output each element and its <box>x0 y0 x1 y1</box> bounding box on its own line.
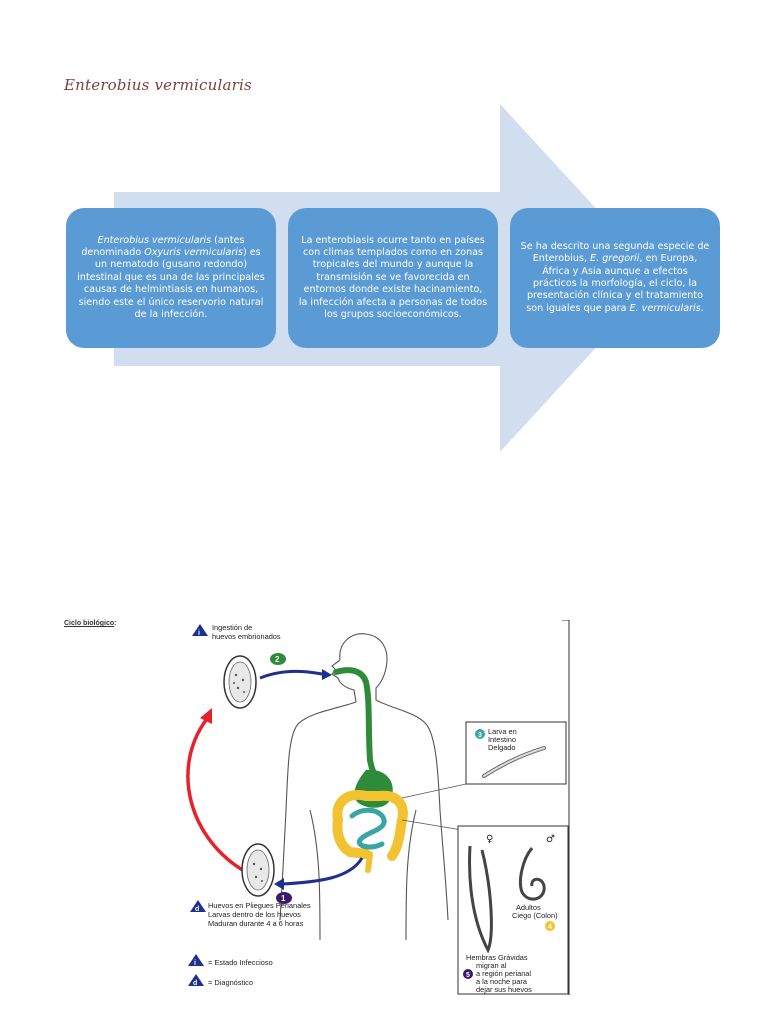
document-title: Enterobius vermicularis <box>64 76 252 94</box>
box3-italic-b: E. gregorii <box>590 253 640 265</box>
eggs-line3: Maduran durante 4 a 6 horas <box>208 919 304 928</box>
process-box-1: Enterobius vermicularis (antes denominad… <box>66 208 276 348</box>
females-line3: a región perianal <box>476 969 531 978</box>
egg-perianal-bottom <box>241 843 275 897</box>
box1-italic-c: Oxyuris vermicularis <box>144 246 243 258</box>
adults-line2: Ciego (Colon) <box>512 911 558 920</box>
legend-infective: = Estado Infeccioso <box>208 958 273 967</box>
step1-number: 1 <box>281 894 286 903</box>
box3-text-a: Se ha descrito una segunda especie de En… <box>520 240 710 265</box>
adults-line1: Adultos <box>516 903 541 912</box>
ingestion-line1: Ingestión de <box>212 623 252 632</box>
box1-text-b: (antes denominado <box>81 234 245 258</box>
arrow-red-cycle <box>186 718 247 874</box>
box3-text-c: , en Europa, África y Asia aunque a efec… <box>526 253 704 314</box>
ingestion-triangle-i: i <box>198 630 200 637</box>
box3-italic-d: E. vermicularis <box>629 302 701 314</box>
larva-line2: Intestino <box>488 735 516 744</box>
process-box-2: La enterobiasis ocurre tanto en países c… <box>288 208 498 348</box>
legend-triangle-i: i <box>194 960 196 967</box>
step3-number: 3 <box>478 732 482 739</box>
larva-box: 3 Larva en Intestino Delgado <box>465 721 567 785</box>
embryonated-egg-top <box>223 655 257 709</box>
arrow-egg-to-mouth <box>259 669 323 680</box>
step5-number: 5 <box>466 972 470 979</box>
step4-number: 4 <box>548 924 552 931</box>
eggs-line2: Larvas dentro de los huevos <box>208 910 301 919</box>
females-line5: dejar sus huevos <box>476 985 532 994</box>
females-line1: Hembras Grávidas <box>466 953 528 962</box>
step1-badge <box>276 892 292 904</box>
step2-badge <box>270 653 286 665</box>
box2-text: La enterobiasis ocurre tanto en países c… <box>298 234 488 321</box>
digestive-tract <box>332 667 408 873</box>
box1-italic-a: Enterobius vermicularis <box>97 234 212 246</box>
human-figure-outline <box>279 633 449 941</box>
eggs-line1: Huevos en Pliegues Perianales <box>208 901 311 910</box>
ingestion-line2: huevos embrionados <box>212 632 281 641</box>
cycle-label-colon: : <box>114 620 117 627</box>
legend: i = Estado Infeccioso d = Diagnóstico <box>188 954 273 987</box>
male-symbol: ♂ <box>546 834 555 845</box>
ingestion-label-group: i Ingestión de huevos embrionados <box>192 623 281 641</box>
step2-number: 2 <box>275 655 280 664</box>
female-symbol: ♀ <box>486 834 493 845</box>
larva-line1: Larva en <box>488 727 517 736</box>
process-box-3: Se ha descrito una segunda especie de En… <box>510 208 720 348</box>
females-line2: migran al <box>476 961 507 970</box>
females-line4: a la noche para <box>476 977 528 986</box>
eggs-triangle-d: d <box>195 906 199 913</box>
box3-text-e: . <box>700 302 704 314</box>
arrow-body-to-egg <box>281 857 364 886</box>
adults-box: ♀ ♂ Adultos Ciego (Colon) 4 Hembras Gráv… <box>457 825 569 995</box>
eggs-label-group: d Huevos en Pliegues Perianales Larvas d… <box>190 900 311 928</box>
legend-triangle-d: d <box>193 980 197 987</box>
larva-line3: Delgado <box>488 743 516 752</box>
box1-text-d: ) es un nematodo (gusano redondo) intest… <box>77 246 265 321</box>
cycle-label-text: Ciclo biológico <box>64 620 115 627</box>
cycle-label: Ciclo biológico: <box>64 620 117 627</box>
life-cycle-diagram: i Ingestión de huevos embrionados 2 1 d … <box>186 620 570 995</box>
legend-diagnostic: = Diagnóstico <box>208 978 253 987</box>
